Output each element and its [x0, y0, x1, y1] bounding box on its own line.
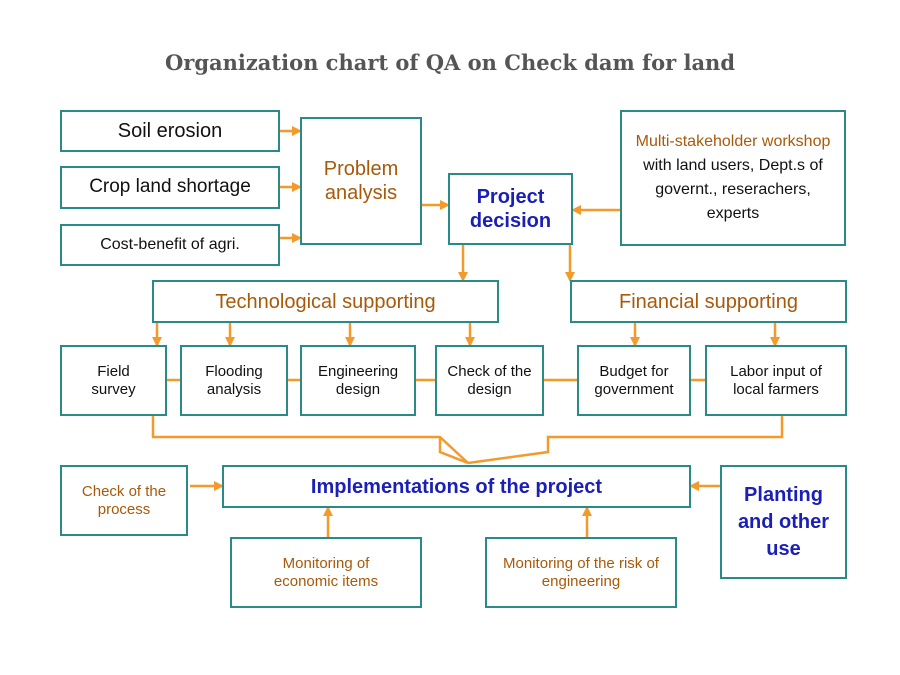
node-field-survey: Field survey: [60, 345, 167, 416]
node-flooding-analysis: Flooding analysis: [180, 345, 288, 416]
node-project-decision: Project decision: [448, 173, 573, 245]
node-check-of-design: Check of the design: [435, 345, 544, 416]
node-cost-benefit: Cost-benefit of agri.: [60, 224, 280, 266]
node-monitoring-risk: Monitoring of the risk of engineering: [485, 537, 677, 608]
node-labor-input: Labor input of local farmers: [705, 345, 847, 416]
workshop-label-black: with land users, Dept.s of governt., res…: [643, 157, 823, 222]
workshop-label-brown: Multi-stakeholder workshop: [635, 133, 831, 150]
node-engineering-design: Engineering design: [300, 345, 416, 416]
node-technological-supporting: Technological supporting: [152, 280, 499, 323]
collector-bracket-inner: [438, 437, 469, 465]
diagram-title: Organization chart of QA on Check dam fo…: [164, 50, 736, 75]
node-monitoring-economic: Monitoring of economic items: [230, 537, 422, 608]
node-planting-other-use: Planting and other use: [720, 465, 847, 579]
node-crop-land-shortage: Crop land shortage: [60, 166, 280, 209]
node-implementations: Implementations of the project: [222, 465, 691, 508]
node-soil-erosion: Soil erosion: [60, 110, 280, 152]
node-check-of-process: Check of the process: [60, 465, 188, 536]
node-financial-supporting: Financial supporting: [570, 280, 847, 323]
node-workshop: Multi-stakeholder workshop with land use…: [620, 110, 846, 246]
node-problem-analysis: Problem analysis: [300, 117, 422, 245]
node-budget-government: Budget for government: [577, 345, 691, 416]
